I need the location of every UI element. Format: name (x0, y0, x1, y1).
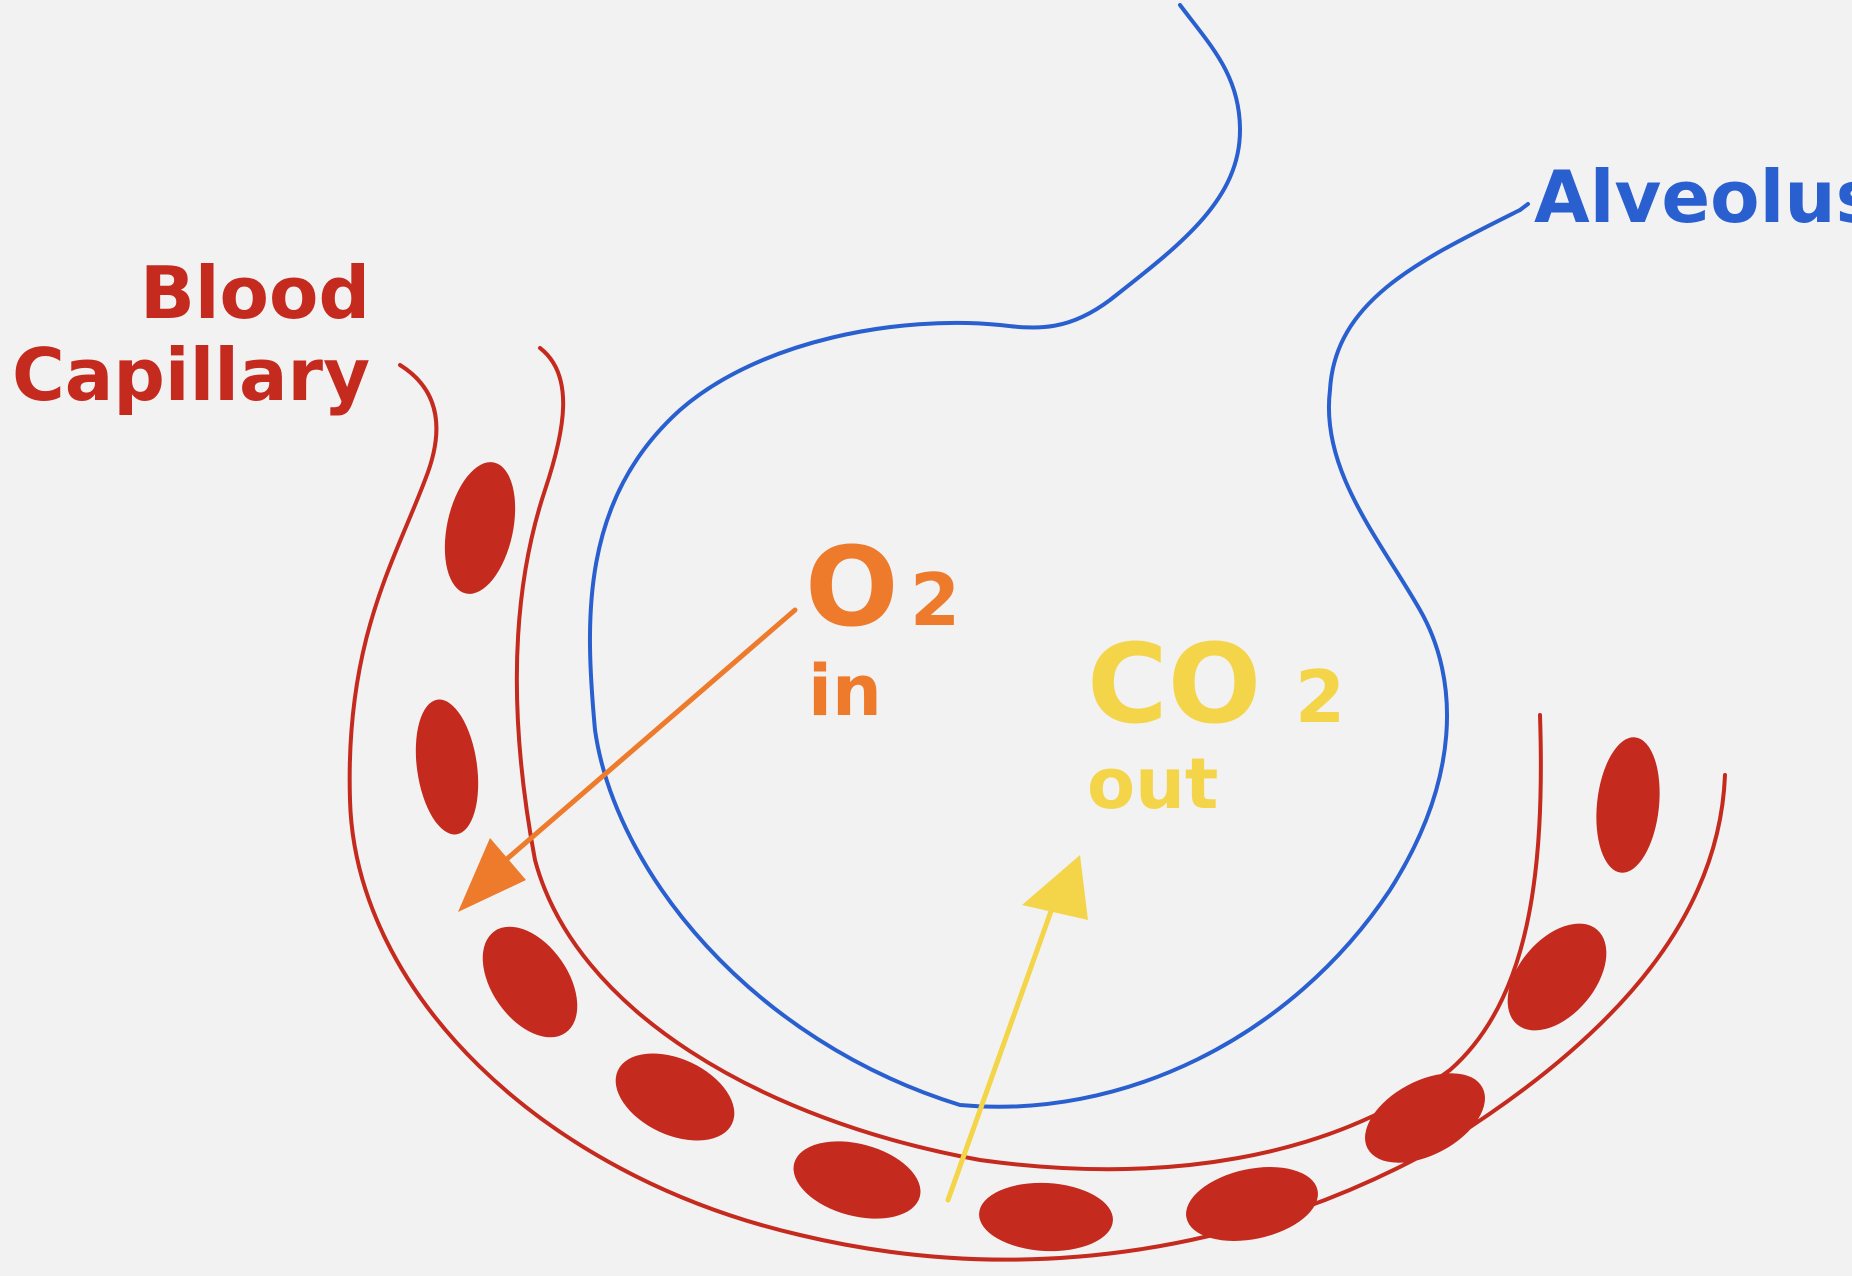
carbon-dioxide-direction-label: out (1087, 743, 1218, 825)
red-blood-cell (1507, 923, 1607, 1031)
red-blood-cell (415, 699, 479, 835)
red-blood-cell (1596, 737, 1660, 873)
oxygen-subscript: 2 (910, 558, 960, 642)
blood-capillary-label-line2: Capillary (12, 333, 370, 417)
carbon-dioxide-subscript: 2 (1295, 655, 1345, 739)
red-blood-cell (482, 926, 578, 1038)
red-blood-cell (1365, 1073, 1485, 1163)
red-blood-cells (415, 462, 1660, 1252)
capillary-inner-wall (514, 346, 1543, 1172)
red-blood-cell (979, 1182, 1113, 1252)
oxygen-direction-label: in (808, 650, 882, 732)
carbon-dioxide-symbol: CO (1087, 620, 1261, 748)
red-blood-cell (793, 1141, 921, 1219)
alveolus-label: Alveolus (1534, 155, 1852, 239)
capillary-outer-wall (347, 363, 1727, 1262)
alveolus-leader-line (1518, 202, 1530, 212)
carbon-dioxide-arrow (945, 855, 1088, 1203)
oxygen-symbol: O (805, 523, 899, 651)
oxygen-arrow (458, 607, 798, 912)
alveolus-outline (588, 3, 1522, 1109)
red-blood-cell (444, 462, 516, 594)
red-blood-cell (615, 1053, 735, 1141)
red-blood-cell (1186, 1167, 1318, 1241)
blood-capillary-label-line1: Blood (140, 251, 370, 335)
